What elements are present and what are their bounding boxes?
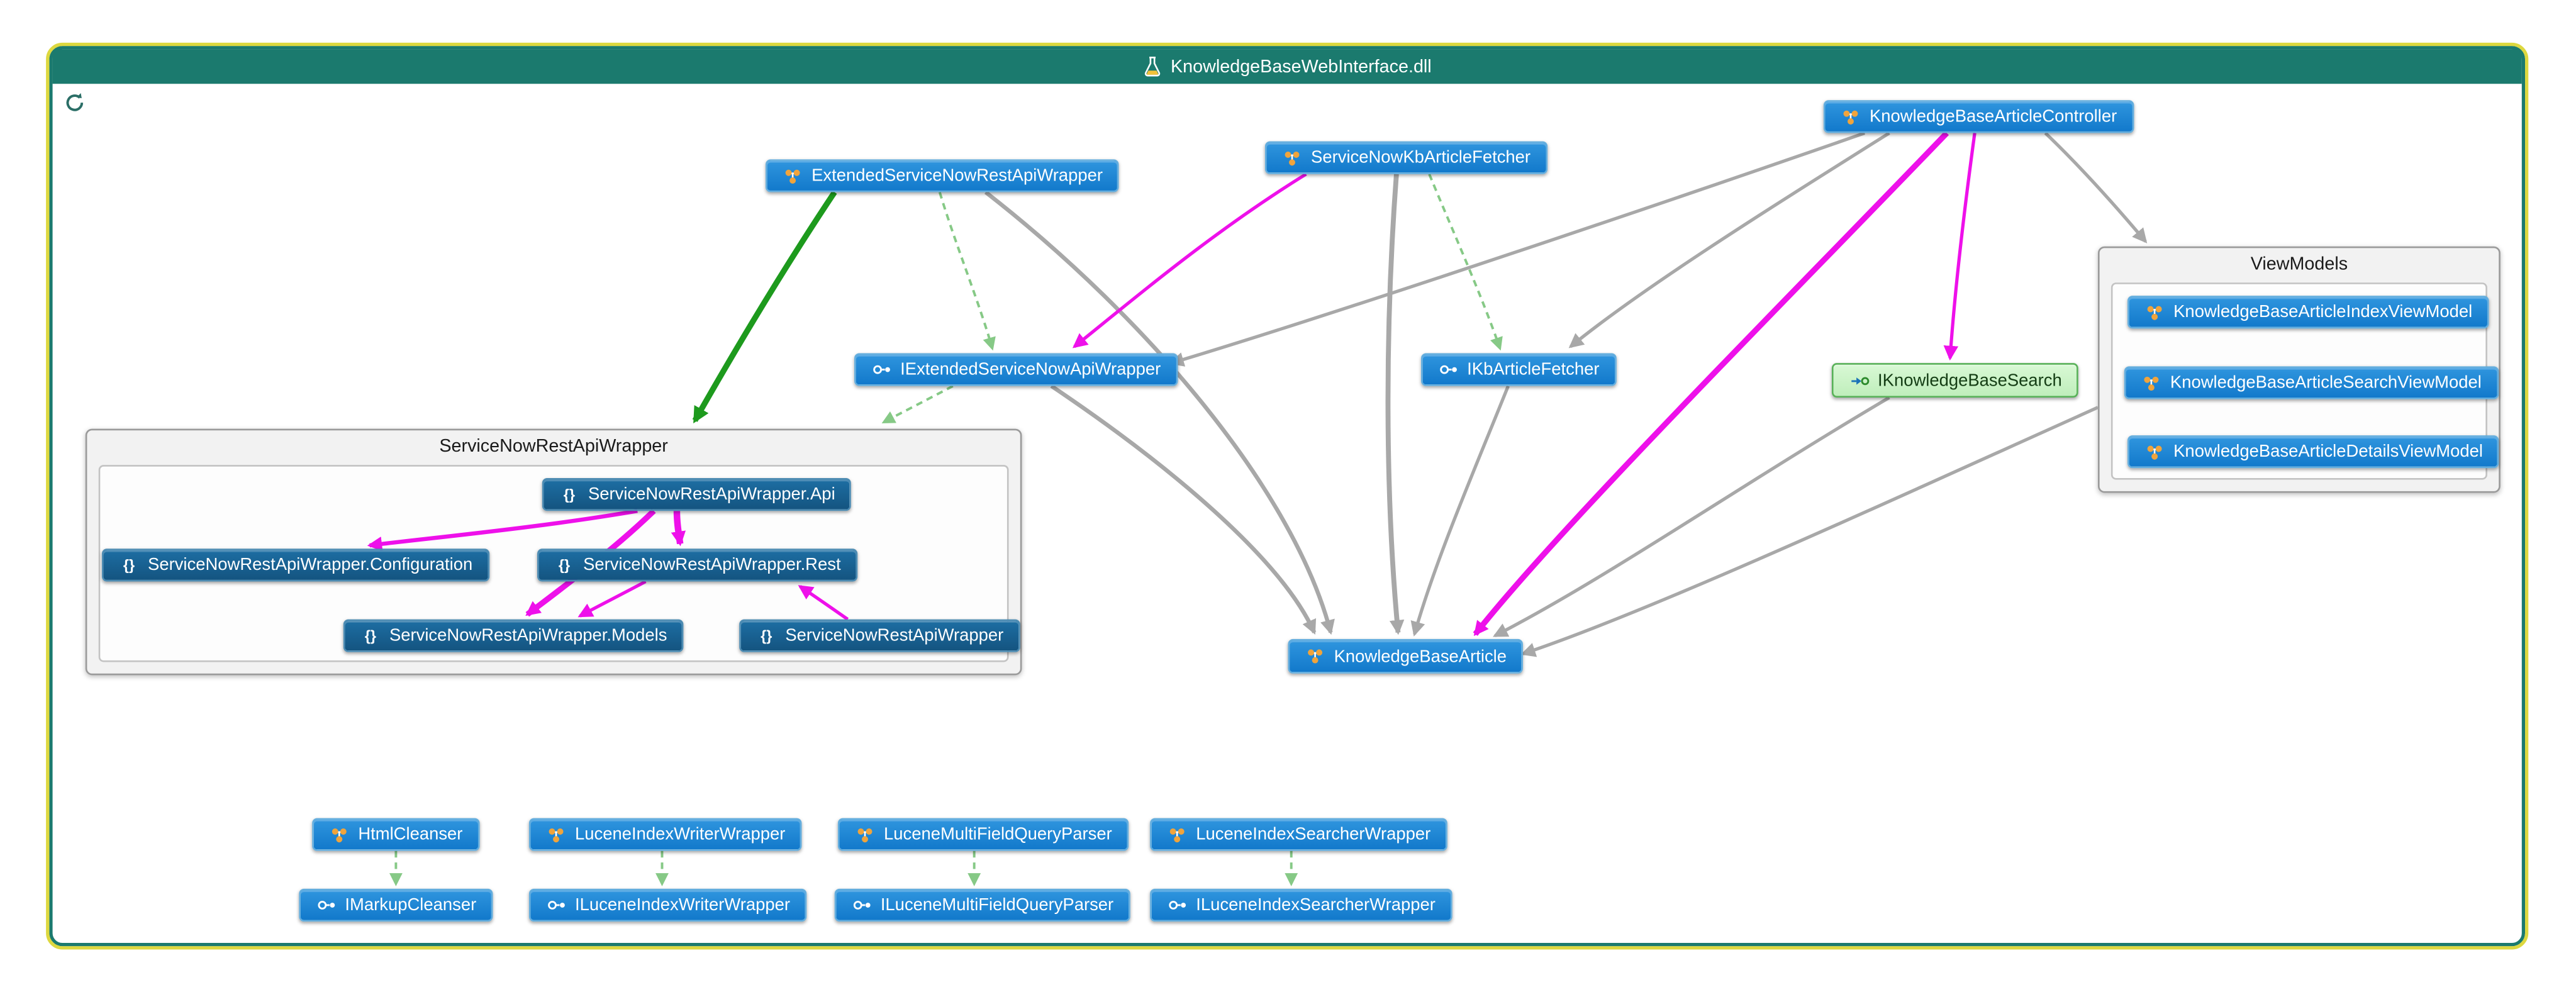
interface-icon <box>1166 895 1188 915</box>
node-htmlcleanser[interactable]: HtmlCleanser <box>312 818 479 851</box>
refresh-icon[interactable] <box>64 92 86 113</box>
node-servicenowrestapiwrapper-rest[interactable]: ServiceNowRestApiWrapper.Rest <box>537 549 857 582</box>
node-servicenowrestapiwrapper-models[interactable]: ServiceNowRestApiWrapper.Models <box>343 619 684 652</box>
node-label: ServiceNowRestApiWrapper <box>785 626 1004 646</box>
node-extendedservicenowrestapiwrapper[interactable]: ExtendedServiceNowRestApiWrapper <box>766 159 1120 192</box>
class-icon <box>1840 107 1861 126</box>
node-ikbarticlefetcher[interactable]: IKbArticleFetcher <box>1421 353 1616 386</box>
node-iextendedservicenowapiwrapper[interactable]: IExtendedServiceNowApiWrapper <box>854 353 1178 386</box>
node-ilucenemultifieldqueryparser[interactable]: ILuceneMultiFieldQueryParser <box>834 888 1130 922</box>
node-label: ExtendedServiceNowRestApiWrapper <box>811 165 1103 186</box>
namespace-braces-icon <box>554 555 575 575</box>
node-label: ServiceNowRestApiWrapper.Models <box>389 626 667 646</box>
node-luceneindexwriterwrapper[interactable]: LuceneIndexWriterWrapper <box>528 818 802 851</box>
node-label: KnowledgeBaseArticleController <box>1870 106 2117 127</box>
assembly-title: KnowledgeBaseWebInterface.dll <box>1171 57 1432 77</box>
class-icon <box>545 825 567 844</box>
node-label: HtmlCleanser <box>358 825 463 845</box>
node-luceneindexsearcherwrapper[interactable]: LuceneIndexSearcherWrapper <box>1150 818 1447 851</box>
node-label: IKbArticleFetcher <box>1467 359 1600 380</box>
class-icon <box>328 825 350 844</box>
node-servicenowkbarticlefetcher[interactable]: ServiceNowKbArticleFetcher <box>1264 141 1547 174</box>
node-label: ServiceNowRestApiWrapper.Api <box>588 484 835 504</box>
node-servicenowrestapiwrapper-api[interactable]: ServiceNowRestApiWrapper.Api <box>542 477 852 511</box>
node-knowledgebasearticledetailsviewmodel[interactable]: KnowledgeBaseArticleDetailsViewModel <box>2127 435 2500 469</box>
class-icon <box>854 825 876 844</box>
node-iluceneindexwriterwrapper[interactable]: ILuceneIndexWriterWrapper <box>528 888 807 922</box>
interface-icon <box>545 895 567 915</box>
node-label: KnowledgeBaseArticle <box>1334 646 1507 667</box>
group-title[interactable]: ServiceNowRestApiWrapper <box>439 437 668 457</box>
namespace-braces-icon <box>360 626 381 645</box>
node-label: LuceneMultiFieldQueryParser <box>884 825 1112 845</box>
node-label: ILuceneIndexWriterWrapper <box>575 895 791 915</box>
node-label: ServiceNowKbArticleFetcher <box>1311 148 1531 168</box>
node-servicenowrestapiwrapper-configuration[interactable]: ServiceNowRestApiWrapper.Configuration <box>101 549 489 582</box>
node-label: IExtendedServiceNowApiWrapper <box>900 359 1161 380</box>
interface-icon <box>871 360 892 379</box>
node-iknowledgebasesearch[interactable]: IKnowledgeBaseSearch <box>1831 363 2078 398</box>
node-label: IMarkupCleanser <box>345 895 477 915</box>
node-label: KnowledgeBaseArticleDetailsViewModel <box>2173 442 2483 462</box>
node-knowledgebasearticlecontroller[interactable]: KnowledgeBaseArticleController <box>1823 100 2134 133</box>
node-label: KnowledgeBaseArticleIndexViewModel <box>2173 302 2473 322</box>
interface-icon <box>851 895 873 915</box>
interface-icon <box>315 895 337 915</box>
class-icon <box>2141 373 2162 393</box>
node-label: ServiceNowRestApiWrapper.Rest <box>583 555 841 576</box>
node-label: KnowledgeBaseArticleSearchViewModel <box>2170 372 2482 393</box>
group-title[interactable]: ViewModels <box>2250 254 2348 275</box>
node-label: ILuceneIndexSearcherWrapper <box>1196 895 1436 915</box>
node-label: IKnowledgeBaseSearch <box>1878 370 2062 391</box>
class-icon <box>2144 442 2165 462</box>
interface-arrow-icon <box>1848 370 1870 390</box>
class-icon <box>1305 647 1326 666</box>
assembly-header[interactable]: KnowledgeBaseWebInterface.dll <box>52 49 2522 84</box>
node-imarkupcleanser[interactable]: IMarkupCleanser <box>299 888 493 922</box>
class-icon <box>782 166 803 186</box>
node-label: LuceneIndexSearcherWrapper <box>1196 825 1431 845</box>
node-knowledgebasearticleindexviewmodel[interactable]: KnowledgeBaseArticleIndexViewModel <box>2127 296 2489 329</box>
class-icon <box>2144 303 2165 322</box>
node-label: ServiceNowRestApiWrapper.Configuration <box>148 555 473 576</box>
namespace-braces-icon <box>559 484 580 504</box>
node-servicenowrestapiwrapper-root[interactable]: ServiceNowRestApiWrapper <box>739 619 1020 652</box>
node-knowledgebasearticle[interactable]: KnowledgeBaseArticle <box>1288 638 1524 674</box>
flask-icon <box>1143 56 1161 77</box>
node-label: ILuceneMultiFieldQueryParser <box>880 895 1114 915</box>
namespace-braces-icon <box>118 555 140 575</box>
class-icon <box>1281 148 1303 167</box>
interface-icon <box>1437 360 1459 379</box>
node-knowledgebasearticlesearchviewmodel[interactable]: KnowledgeBaseArticleSearchViewModel <box>2124 366 2498 399</box>
node-lucenemultifieldqueryparser[interactable]: LuceneMultiFieldQueryParser <box>837 818 1129 851</box>
namespace-braces-icon <box>756 626 777 645</box>
class-icon <box>1166 825 1188 844</box>
node-iluceneindexsearcherwrapper[interactable]: ILuceneIndexSearcherWrapper <box>1150 888 1452 922</box>
node-label: LuceneIndexWriterWrapper <box>575 825 786 845</box>
